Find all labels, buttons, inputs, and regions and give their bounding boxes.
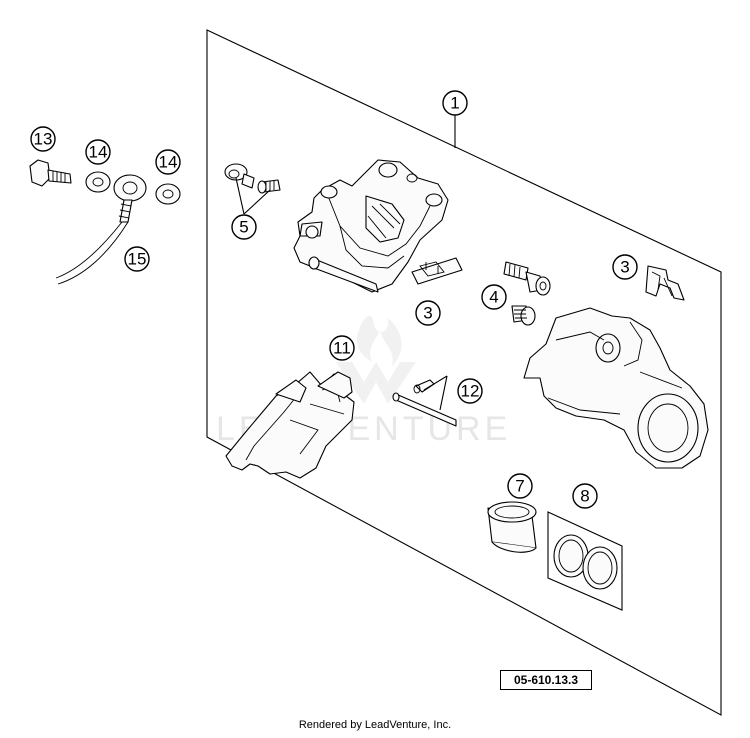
callout-7-label: 7 [515,477,524,496]
seal-kit [547,511,623,611]
pad-spring-right [645,265,685,301]
bleed-screw-set [224,163,281,194]
callout-12-label: 12 [461,382,480,401]
watermark-logo [336,315,416,404]
callout-14-left-label: 14 [89,143,108,162]
callout-4-label: 4 [489,288,498,307]
callout-4: 4 [481,284,507,310]
callout-8-label: 8 [580,487,589,506]
caliper-support-bracket [523,307,709,469]
diagram-reference-code: 05-610.13.3 [500,670,592,690]
callout-13-label: 13 [34,130,53,149]
callout-14-left: 14 [85,139,111,165]
callout-12: 12 [457,378,483,404]
callout-14-right-label: 14 [159,153,178,172]
pad-pin-and-clip [392,379,457,427]
guide-bolt-lower [511,305,536,326]
callout-3-right: 3 [612,254,638,280]
callout-1: 1 [442,90,468,116]
callout-3-center-label: 3 [423,304,432,323]
assembly-frame [206,29,722,716]
callout-14-right: 14 [155,149,181,175]
callout-8: 8 [572,483,598,509]
callout-5: 5 [231,214,257,240]
footer-credit: Rendered by LeadVenture, Inc. [298,719,452,731]
callout-11-label: 11 [333,339,351,358]
callout-7: 7 [507,473,533,499]
callout-3-right-label: 3 [620,258,629,277]
pad-spring-center [411,257,463,285]
callout-15: 15 [124,246,150,272]
callout-11: 11 [329,335,355,361]
callout-15-label: 15 [128,250,147,269]
sealing-washer-left [85,171,111,193]
callout-1-label: 1 [450,94,459,113]
callout-3-center: 3 [415,300,441,326]
sealing-washer-right [155,183,181,205]
callout-5-label: 5 [239,218,248,237]
caliper-piston [487,501,537,553]
callout-13: 13 [30,126,56,152]
leader-lines [235,115,456,411]
brake-pads [225,371,355,479]
banjo-bolt [29,159,72,187]
brake-caliper-body [293,159,449,293]
brake-line [55,174,147,285]
guide-bolt-upper [503,261,551,296]
